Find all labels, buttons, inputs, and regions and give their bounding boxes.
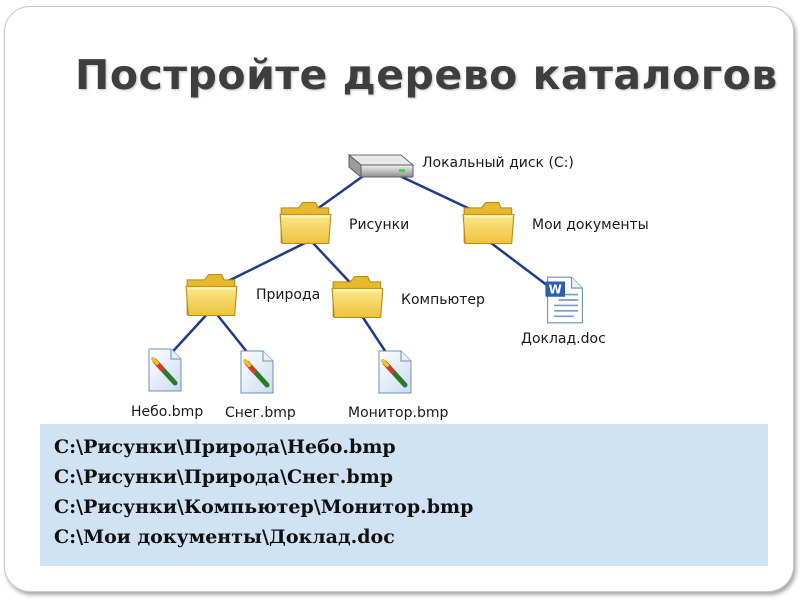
bitmap-file-icon[interactable] xyxy=(379,351,411,393)
path-line: C:\Рисунки\Компьютер\Монитор.bmp xyxy=(54,496,474,518)
path-line: C:\Мои документы\Доклад.doc xyxy=(54,526,395,548)
folder-icon[interactable] xyxy=(462,201,515,245)
bitmap-file-icon[interactable] xyxy=(149,349,181,391)
root-label: Локальный диск (C:) xyxy=(422,155,574,171)
file-label-doklad: Доклад.doc xyxy=(521,331,606,347)
folder-icon[interactable] xyxy=(279,201,332,245)
directory-tree: W Локальный диск (C:) Рисунки xyxy=(131,153,649,421)
folder-label-risunki: Рисунки xyxy=(349,217,409,233)
folder-icon[interactable] xyxy=(331,275,384,319)
file-label-nebo: Небо.bmp xyxy=(131,404,203,420)
word-document-icon[interactable] xyxy=(544,276,584,324)
path-line: C:\Рисунки\Природа\Небо.bmp xyxy=(54,436,396,458)
folder-label-priroda: Природа xyxy=(256,287,320,303)
file-label-sneg: Снег.bmp xyxy=(225,405,296,421)
file-paths-box: C:\Рисунки\Природа\Небо.bmp C:\Рисунки\П… xyxy=(40,424,768,566)
file-label-monitor: Монитор.bmp xyxy=(348,405,448,421)
bitmap-file-icon[interactable] xyxy=(241,351,273,393)
hard-drive-icon[interactable] xyxy=(347,153,415,179)
tree-edges xyxy=(164,167,561,364)
folder-label-kompyuter: Компьютер xyxy=(401,292,485,308)
slide-title: Постройте дерево каталогов xyxy=(75,51,778,99)
folder-label-moi-dokumenty: Мои документы xyxy=(532,217,649,233)
path-line: C:\Рисунки\Природа\Снег.bmp xyxy=(54,466,394,488)
folder-icon[interactable] xyxy=(185,273,238,317)
